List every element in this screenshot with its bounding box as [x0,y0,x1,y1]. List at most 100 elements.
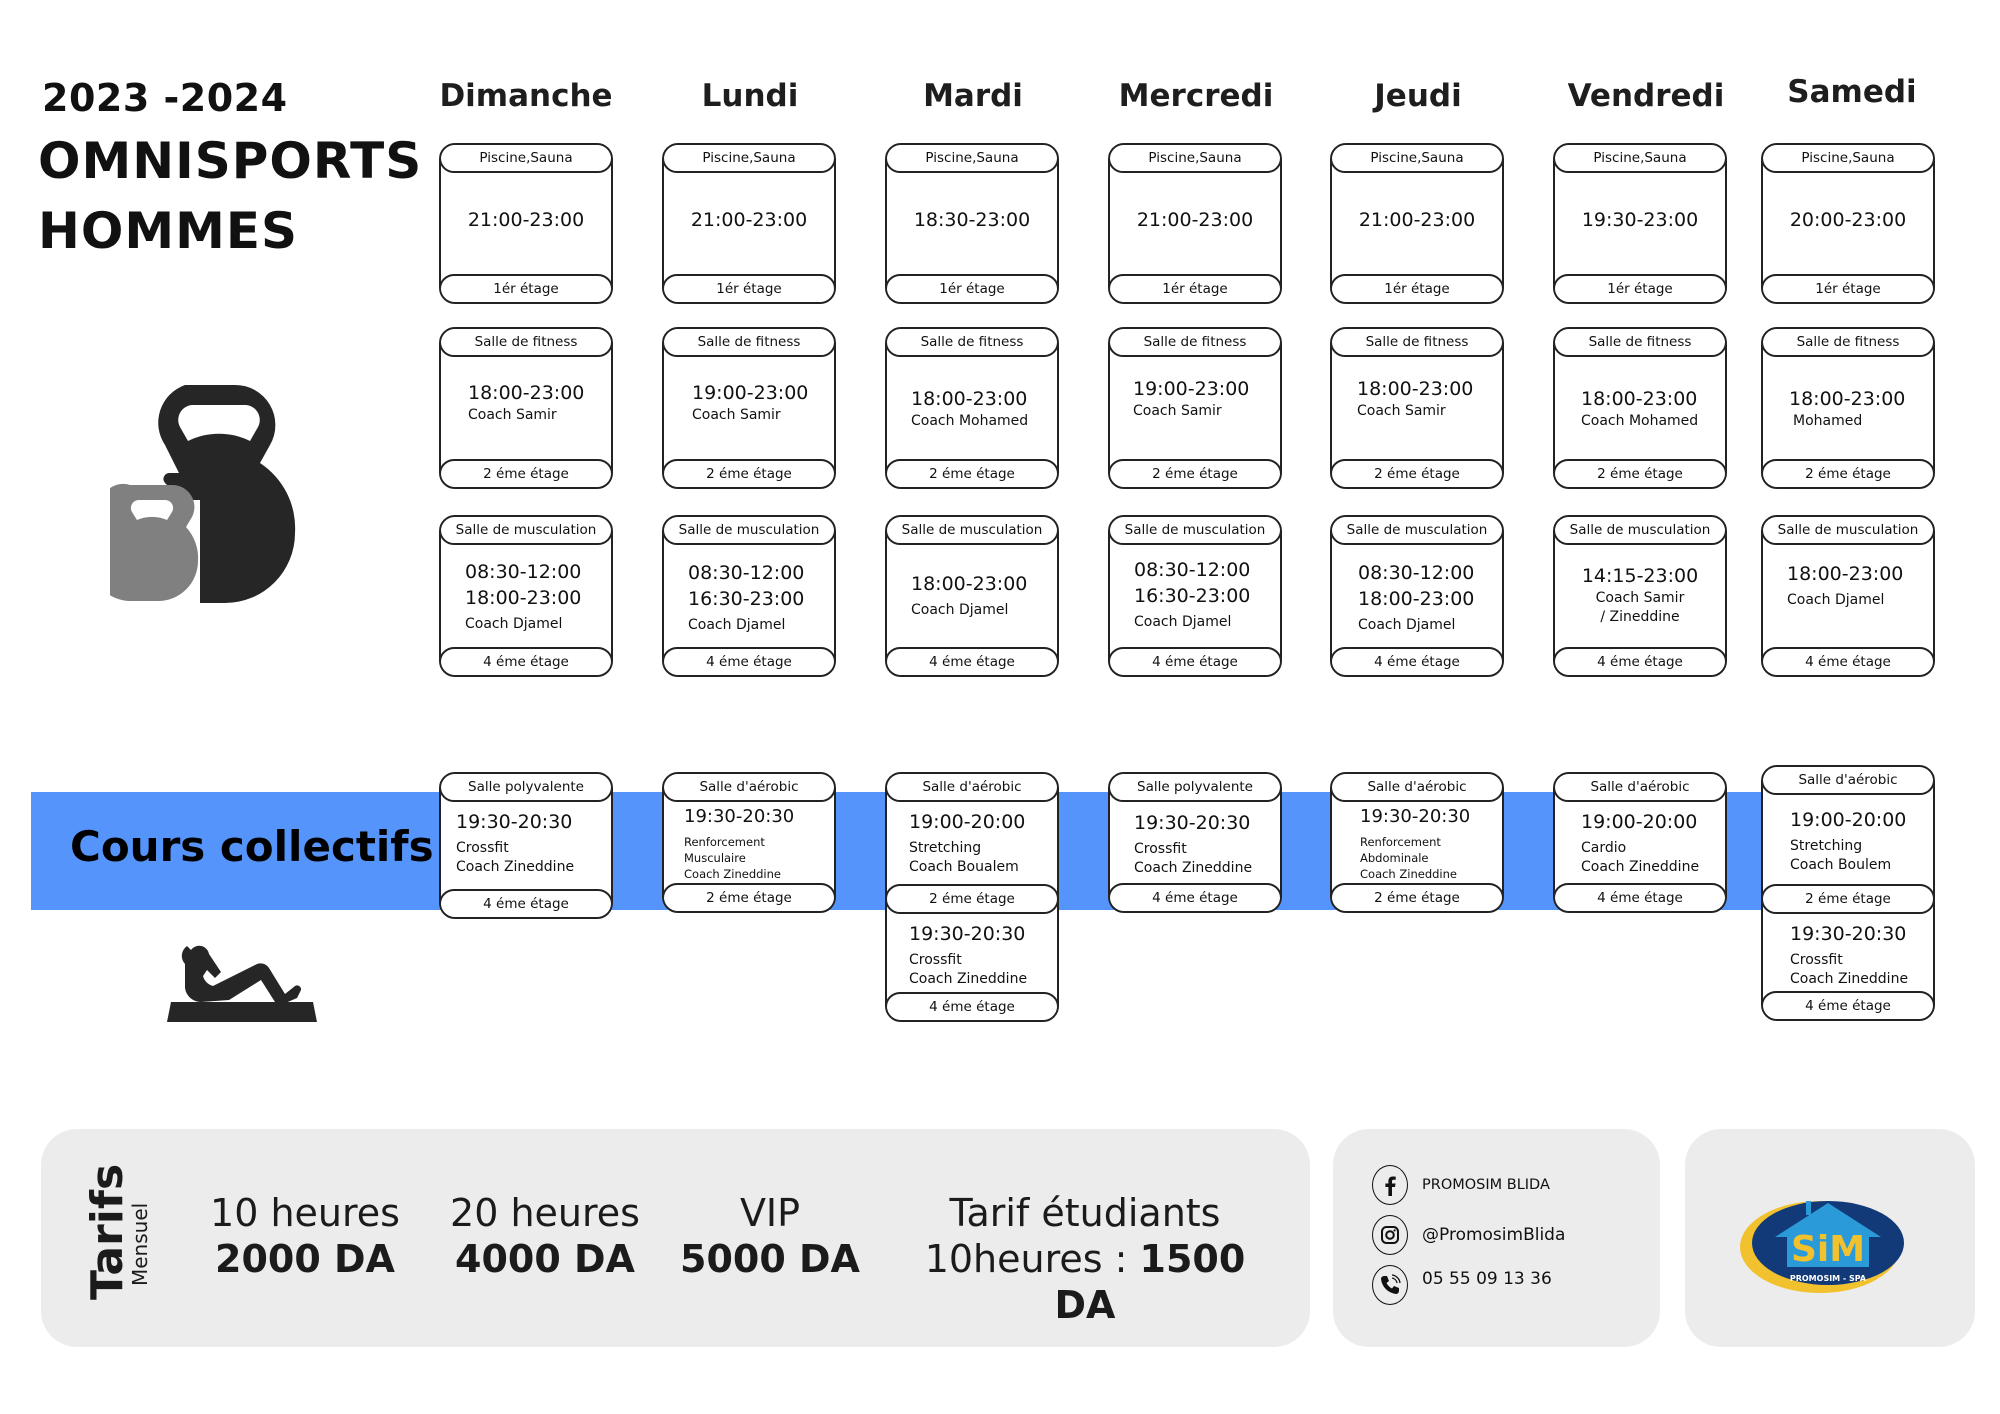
floor-label: 2 éme étage [664,459,834,487]
activity-2: Crossfit [909,952,962,968]
coach-name: Coach Boualem [909,859,1019,875]
time-range: 19:30-20:30 [1134,812,1251,834]
coach-name: Coach Zineddine [456,859,575,875]
ab-crunch-icon [163,940,318,1029]
floor-label: 2 éme étage [887,884,1057,914]
floor-label: 4 éme étage [1555,883,1725,911]
coach-name: Coach Djamel [1787,592,1885,608]
coach-name: Coach Samir [468,407,557,423]
time-range: 19:30-20:30 [684,806,795,827]
room-label: Salle de fitness [441,329,611,357]
room-label: Salle de musculation [1555,517,1725,545]
room-label: Piscine,Sauna [1332,145,1502,173]
plan-label: 20 heures [450,1191,640,1235]
tarifs-title: Tarifs [82,1164,133,1300]
time-range: 21:00-23:00 [1136,209,1254,231]
room-label: Salle de fitness [1332,329,1502,357]
time-range-2: 19:30-20:30 [1790,923,1907,945]
floor-label: 2 éme étage [1332,883,1502,911]
floor-label: 2 éme étage [1110,459,1280,487]
time-range-1: 08:30-12:00 [688,562,805,584]
coach-name: Mohamed [1793,413,1863,429]
time-range-2: 19:30-20:30 [909,923,1026,945]
floor-label: 4 éme étage [1332,647,1502,675]
floor-label: 1ér étage [1332,274,1502,302]
activity: Renforcement [1360,835,1441,849]
tarifs-subtitle: Mensuel [128,1202,152,1286]
piscine-card-jeudi: Piscine,Sauna 21:00-23:00 1ér étage [1330,143,1504,304]
time-range-1: 14:15-23:00 [1581,565,1699,587]
plan-price: 2000 DA [215,1237,395,1281]
floor-label: 4 éme étage [441,889,611,917]
plan-price: 4000 DA [455,1237,635,1281]
activity-2: Crossfit [1790,952,1843,968]
piscine-card-mercredi: Piscine,Sauna 21:00-23:00 1ér étage [1108,143,1282,304]
coach-name: Coach Djamel [1358,617,1456,633]
piscine-card-dimanche: Piscine,Sauna 21:00-23:00 1ér étage [439,143,613,304]
room-label: Piscine,Sauna [664,145,834,173]
floor-label: 1ér étage [664,274,834,302]
time-range: 20:00-23:00 [1789,209,1907,231]
instagram-link[interactable]: @PromosimBlida [1372,1215,1565,1255]
plan-price: 1500 DA [1054,1237,1246,1327]
time-range: 19:00-23:00 [692,382,809,404]
time-range: 18:00-23:00 [468,382,585,404]
floor-label: 2 éme étage [1763,884,1933,914]
coach-name: Coach Zineddine [1581,859,1700,875]
room-label: Salle de musculation [664,517,834,545]
floor-label: 2 éme étage [887,459,1057,487]
plan-price: 5000 DA [680,1237,860,1281]
room-label: Salle de fitness [1763,329,1933,357]
time-range: 18:00-23:00 [1357,378,1474,400]
room-label: Salle de musculation [1763,517,1933,545]
time-range: 18:30-23:00 [913,209,1031,231]
phone-number: 05 55 09 13 36 [1422,1269,1552,1289]
floor-label: 4 éme étage [441,647,611,675]
plan-label: 10 heures [210,1191,400,1235]
room-label: Salle de fitness [1110,329,1280,357]
time-range-1: 18:00-23:00 [1787,563,1904,585]
room-label: Salle de musculation [1332,517,1502,545]
coach-name: Coach Djamel [688,617,786,633]
activity-2: Musculaire [684,851,746,865]
plan-10h: 10 heures 2000 DA [195,1190,415,1282]
facebook-icon [1372,1165,1408,1205]
floor-label: 2 éme étage [1555,459,1725,487]
floor-label-2: 4 éme étage [887,992,1057,1020]
plan-label: Tarif étudiants [949,1191,1221,1235]
title-line-1: OMNISPORTS [38,132,423,190]
floor-label: 1ér étage [441,274,611,302]
coach-name: Coach Mohamed [1581,413,1699,429]
floor-label: 1ér étage [1110,274,1280,302]
piscine-card-samedi: Piscine,Sauna 20:00-23:00 1ér étage [1761,143,1935,304]
floor-label: 2 éme étage [1763,459,1933,487]
piscine-card-mardi: Piscine,Sauna 18:30-23:00 1ér étage [885,143,1059,304]
season-year: 2023 -2024 [42,76,288,120]
room-label: Piscine,Sauna [887,145,1057,173]
facebook-link[interactable]: PROMOSIM BLIDA [1372,1165,1550,1205]
activity: Crossfit [1134,841,1187,857]
floor-label: 2 éme étage [1332,459,1502,487]
title-line-2: HOMMES [38,202,299,260]
room-label: Piscine,Sauna [1763,145,1933,173]
time-range: 21:00-23:00 [1358,209,1476,231]
time-range-2: 18:00-23:00 [1358,588,1475,610]
time-range: 18:00-23:00 [1581,388,1698,410]
time-range-1: 08:30-12:00 [1134,559,1251,581]
coach-name: Coach Samir [1357,403,1446,419]
phone-link[interactable]: 05 55 09 13 36 [1372,1265,1552,1305]
coach-name: Coach Zineddine [684,867,781,881]
coach-name: Coach Zineddine [1134,860,1253,876]
